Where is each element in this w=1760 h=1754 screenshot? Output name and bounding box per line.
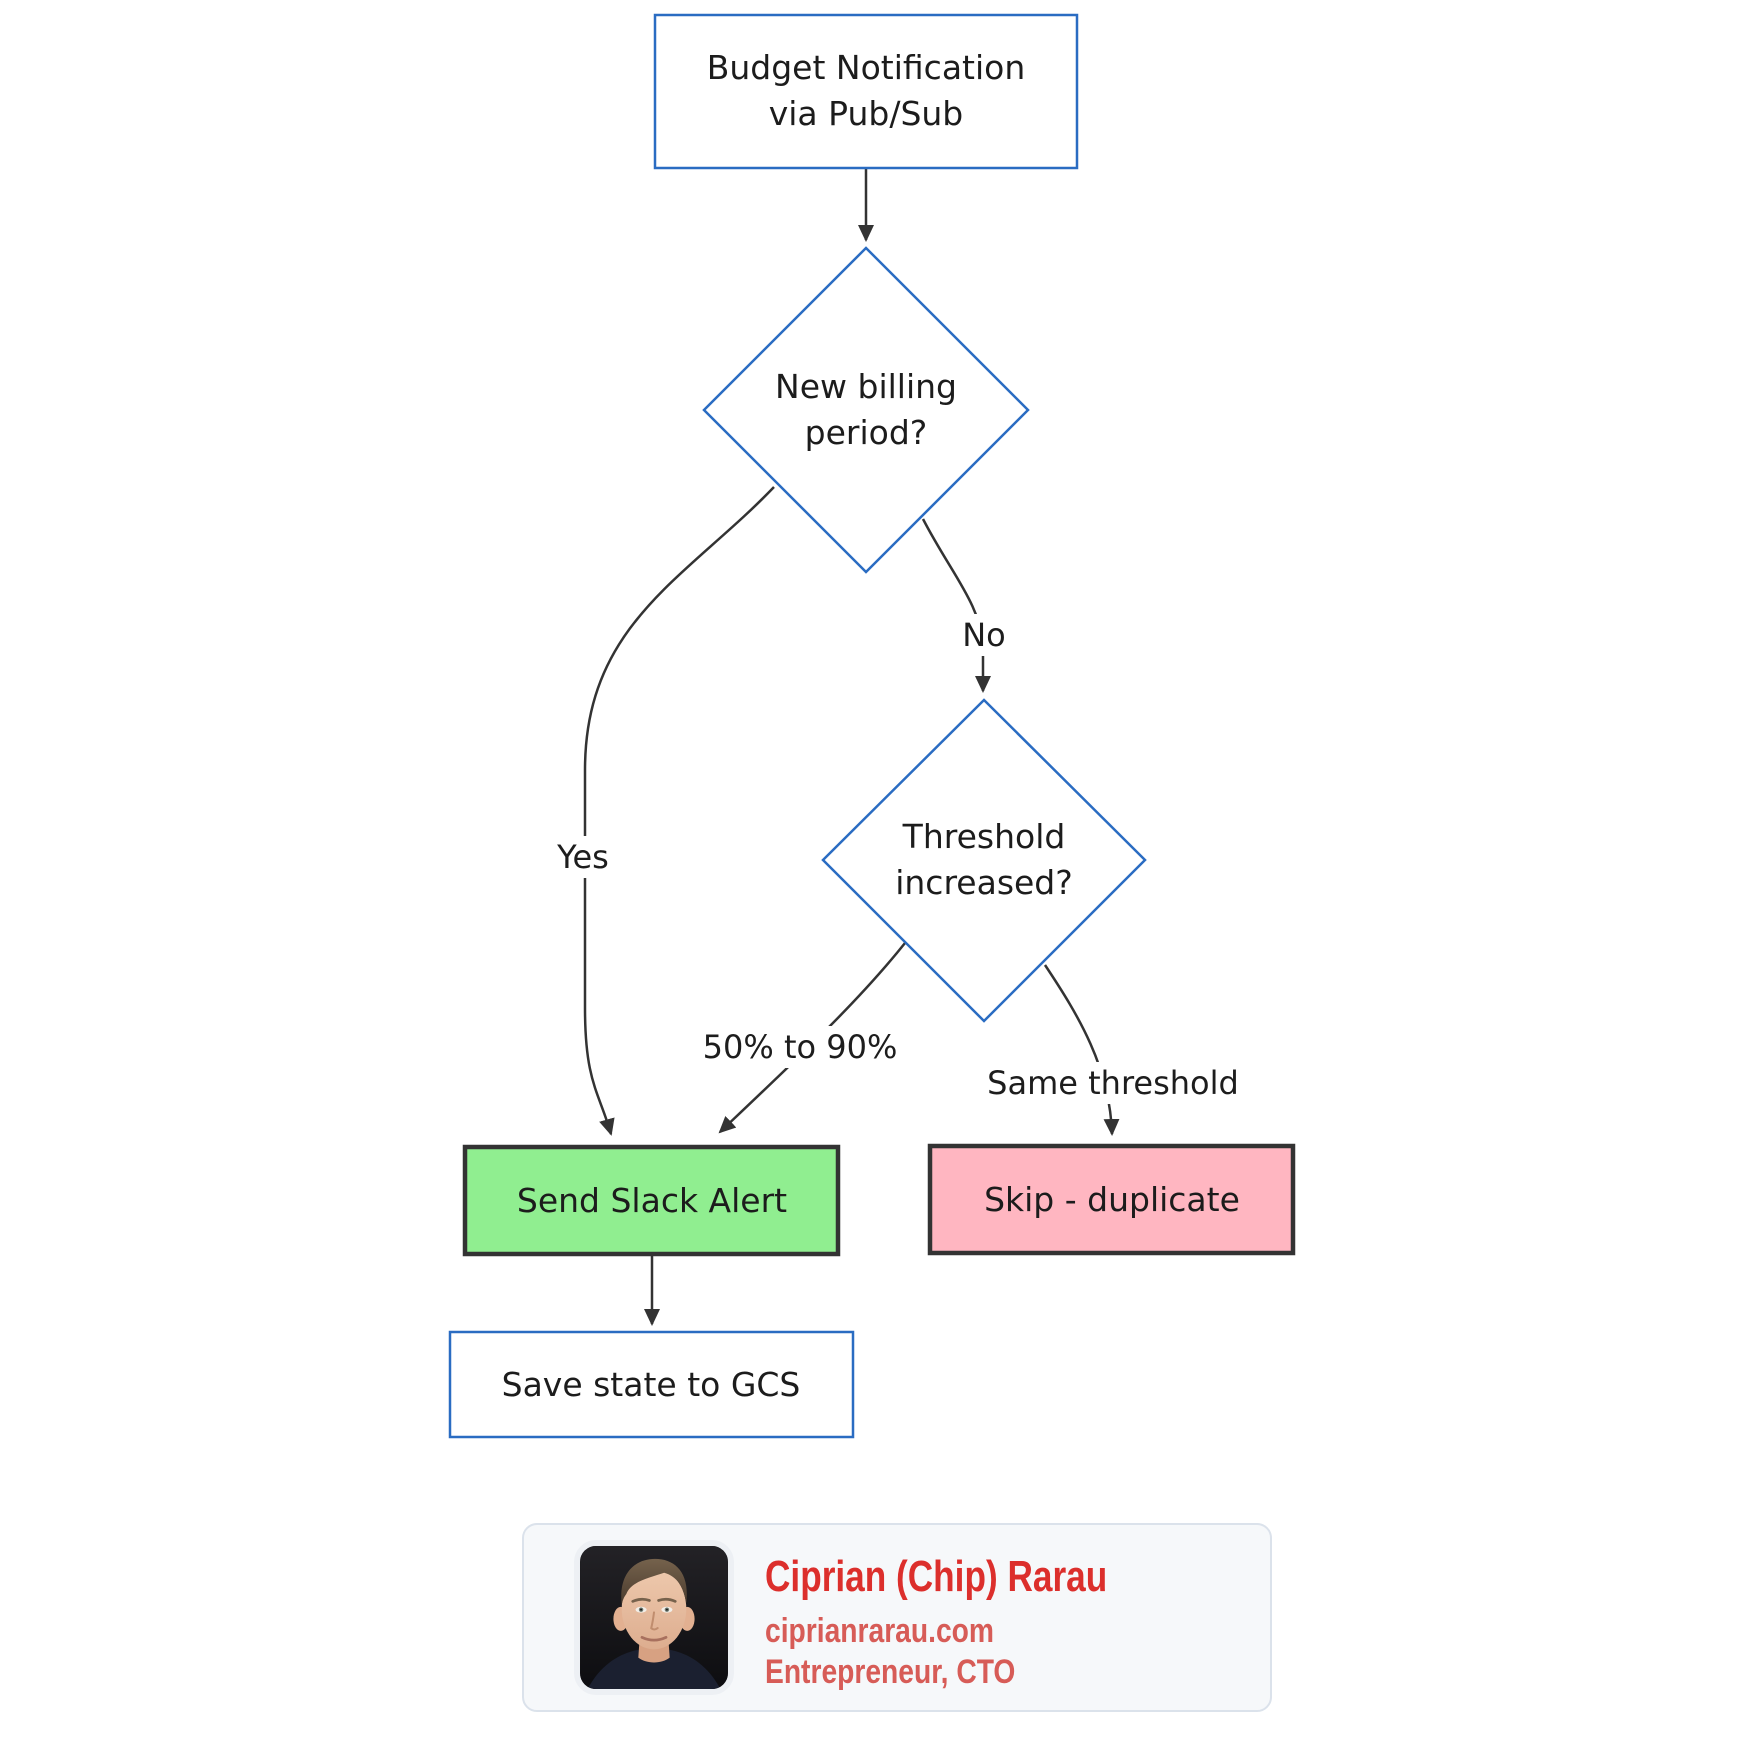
author-name: Ciprian (Chip) Rarau [765,1552,1108,1601]
author-text-block: Ciprian (Chip) Rarau ciprianrarau.com En… [765,1553,1193,1693]
slack-node-label: Send Slack Alert [516,1181,788,1220]
author-website: ciprianrarau.com [765,1612,994,1650]
edge-yes-billing-to-slack [583,486,775,1136]
skip-node-label: Skip - duplicate [984,1180,1240,1219]
threshold-decision-label: Threshold increased? [895,814,1073,906]
threshold-decision-label-line2: increased? [895,863,1073,902]
author-photo [574,1540,734,1695]
skip-node-shape [927,1143,1296,1256]
slack-node-shape [462,1144,841,1257]
billing-decision-label-line1: New billing [775,367,957,406]
threshold-decision-label-line1: Threshold [902,817,1066,856]
edge-label-same-threshold: Same threshold [979,1062,1247,1104]
author-portrait-illustration [580,1546,728,1689]
edge-no-billing-to-threshold [921,518,991,693]
start-node-label-line1: Budget Notification [706,48,1026,87]
edge-label-range: 50% to 90% [694,1026,906,1068]
author-card: Ciprian (Chip) Rarau ciprianrarau.com En… [522,1523,1272,1712]
billing-decision-label: New billing period? [775,364,957,456]
save-node-shape [448,1330,855,1439]
start-node-label: Budget Notification via Pub/Sub [707,45,1026,137]
threshold-decision-shape [821,698,1147,1023]
edge-label-yes: Yes [549,836,617,878]
billing-decision-shape [702,246,1030,574]
author-role: Entrepreneur, CTO [765,1653,1016,1691]
start-node-label-line2: via Pub/Sub [768,94,964,133]
billing-decision-label-line2: period? [804,413,928,452]
edge-label-no: No [954,614,1014,656]
edge-same-threshold-to-skip [1043,964,1120,1136]
save-node-label: Save state to GCS [501,1365,801,1404]
start-node-shape [653,13,1079,170]
